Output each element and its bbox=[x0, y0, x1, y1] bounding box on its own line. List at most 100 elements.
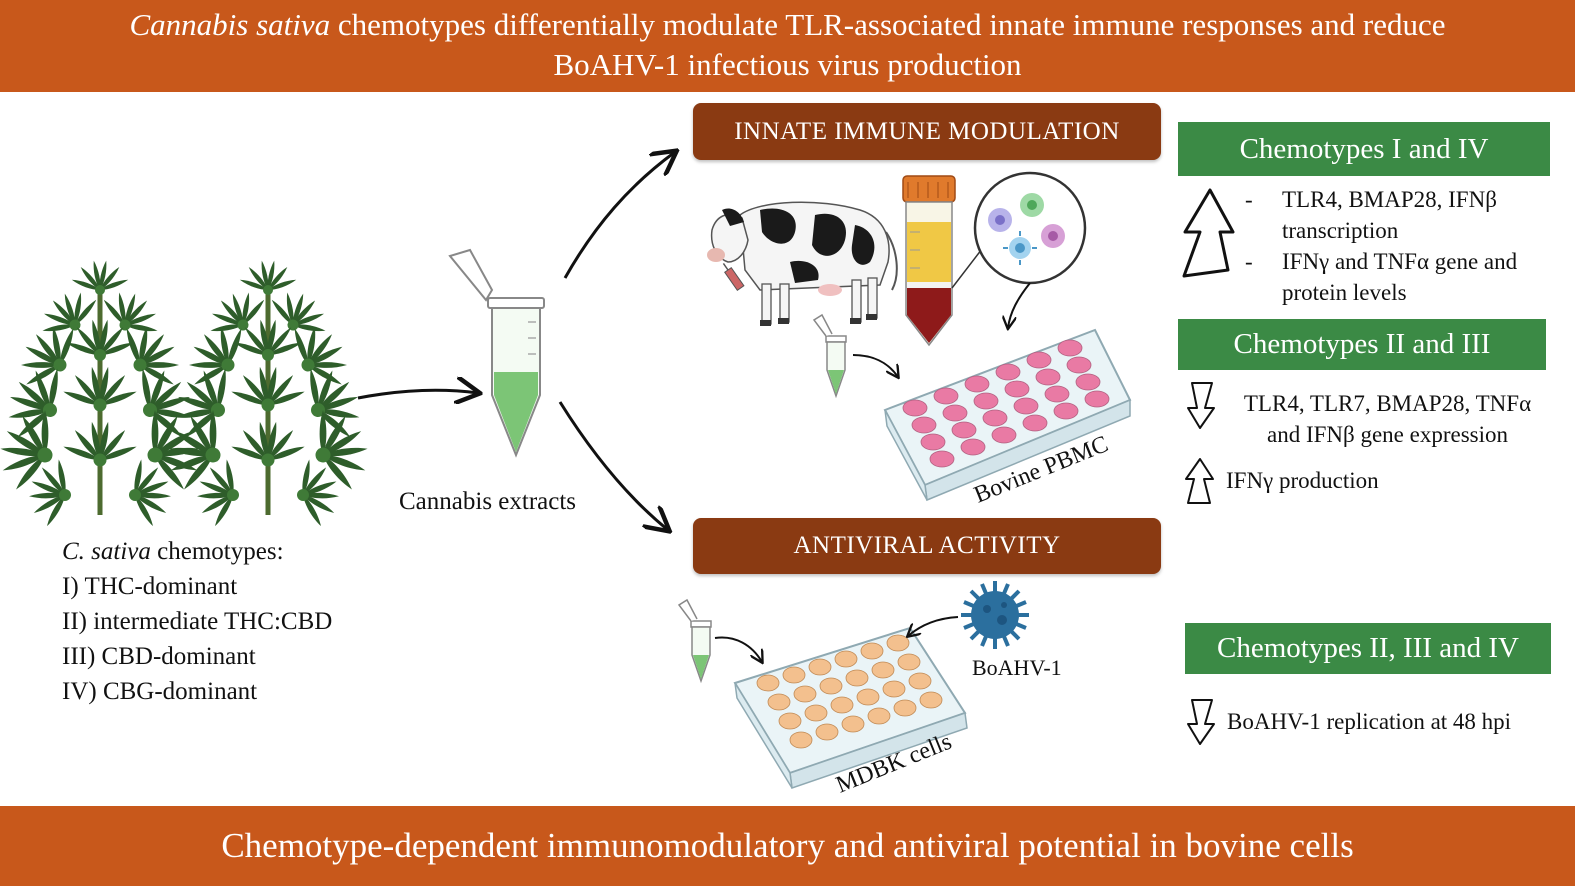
species-italic: C. sativa bbox=[62, 538, 151, 565]
group2-down-line: and IFNβ gene expression bbox=[1266, 422, 1508, 447]
plate-well bbox=[808, 658, 832, 676]
plate-well bbox=[819, 677, 843, 695]
plate-well bbox=[871, 661, 895, 679]
bullet-line: IFNγ and TNFα gene and bbox=[1282, 249, 1518, 274]
bullet-line: transcription bbox=[1282, 218, 1399, 243]
arrow-to-innate bbox=[563, 152, 675, 279]
bullet-dash: - bbox=[1245, 249, 1253, 274]
group1-bullet: - IFNγ and TNFα gene and protein levels bbox=[1245, 246, 1517, 308]
bullet-line: protein levels bbox=[1282, 280, 1407, 305]
plate-well bbox=[834, 650, 858, 668]
up-arrow-icon bbox=[1185, 458, 1214, 504]
group2-down-text: TLR4, TLR7, BMAP28, TNFα and IFNβ gene e… bbox=[1220, 388, 1555, 450]
up-arrow-icon bbox=[1182, 188, 1235, 278]
cannabis-extracts-label: Cannabis extracts bbox=[399, 488, 577, 515]
plate-well bbox=[756, 674, 780, 692]
chemotypes-i-iv-header: Chemotypes I and IV bbox=[1178, 122, 1550, 176]
plate-well bbox=[933, 387, 959, 405]
title-line-1-rest: chemotypes differentially modulate TLR-a… bbox=[330, 7, 1446, 42]
extract-tube-small-icon bbox=[678, 599, 712, 682]
down-arrow-icon bbox=[1187, 699, 1215, 745]
plate-well bbox=[929, 450, 955, 468]
extract-tube-small-icon bbox=[813, 314, 847, 397]
cow-icon bbox=[707, 201, 898, 326]
plate-well bbox=[841, 715, 865, 733]
bullet-dash: - bbox=[1245, 187, 1253, 212]
plate-well bbox=[860, 642, 884, 660]
plate-well bbox=[919, 691, 943, 709]
plate-well bbox=[782, 666, 806, 684]
plate-well bbox=[973, 392, 999, 410]
pbmc-well-plate-icon bbox=[883, 328, 1132, 502]
chemotype-item: I) THC-dominant bbox=[62, 573, 238, 600]
plate-well bbox=[845, 669, 869, 687]
blood-tube-icon bbox=[902, 175, 956, 347]
plate-well bbox=[1084, 390, 1110, 408]
plate-well bbox=[964, 375, 990, 393]
plate-well bbox=[789, 731, 813, 749]
mdbk-well-plate-icon bbox=[733, 626, 968, 790]
chemotype-list-heading: C. sativa chemotypes: bbox=[62, 534, 332, 569]
group1-bullet: - TLR4, BMAP28, IFNβ transcription bbox=[1245, 184, 1517, 246]
plate-well bbox=[793, 685, 817, 703]
cannabis-plant-icon bbox=[156, 260, 380, 530]
plate-well bbox=[1053, 402, 1079, 420]
title-italic-species: Cannabis sativa bbox=[129, 7, 331, 42]
chemotypes-ii-iii-iv-header: Chemotypes II, III and IV bbox=[1185, 623, 1551, 674]
plate-well bbox=[1022, 414, 1048, 432]
plate-well bbox=[1044, 385, 1070, 403]
plate-well bbox=[902, 399, 928, 417]
chemotypes-ii-iii-header: Chemotypes II and III bbox=[1178, 319, 1546, 370]
group1-bullets: - TLR4, BMAP28, IFNβ transcription - IFNγ… bbox=[1245, 184, 1517, 308]
plate-well bbox=[995, 363, 1021, 381]
cannabis-plant-icon bbox=[0, 260, 212, 530]
plate-well bbox=[908, 672, 932, 690]
plate-well bbox=[1057, 339, 1083, 357]
arrow-cells-to-plate bbox=[1008, 282, 1031, 328]
virus-icon bbox=[961, 581, 1029, 649]
plate-well bbox=[804, 704, 828, 722]
chemotype-item: III) CBD-dominant bbox=[62, 643, 256, 670]
arrow-tube-to-mdbk-plate bbox=[714, 636, 762, 662]
title-line-2: BoAHV-1 infectious virus production bbox=[553, 47, 1022, 82]
plate-well bbox=[1026, 351, 1052, 369]
arrow-to-antiviral bbox=[558, 401, 668, 530]
extract-tube-icon bbox=[448, 248, 545, 458]
plate-well bbox=[942, 404, 968, 422]
group3-down-text: BoAHV-1 replication at 48 hpi bbox=[1227, 709, 1512, 734]
down-arrow-icon bbox=[1187, 382, 1215, 429]
plate-well bbox=[815, 723, 839, 741]
plate-well bbox=[982, 409, 1008, 427]
plate-well bbox=[1075, 373, 1101, 391]
plate-well bbox=[1004, 380, 1030, 398]
chemotypes-heading-rest: chemotypes: bbox=[150, 538, 284, 565]
plate-well bbox=[867, 707, 891, 725]
bullet-line: TLR4, BMAP28, IFNβ bbox=[1282, 187, 1497, 212]
innate-immune-header: INNATE IMMUNE MODULATION bbox=[693, 103, 1161, 160]
group2-down-line: TLR4, TLR7, BMAP28, TNFα bbox=[1243, 391, 1532, 416]
arrow-plants-to-extract bbox=[357, 390, 478, 398]
plate-well bbox=[1066, 356, 1092, 374]
plate-well bbox=[886, 634, 910, 652]
plate-well bbox=[767, 693, 791, 711]
plate-well bbox=[911, 416, 937, 434]
plate-well bbox=[960, 438, 986, 456]
plate-well bbox=[1035, 368, 1061, 386]
plate-well bbox=[893, 699, 917, 717]
antiviral-activity-header: ANTIVIRAL ACTIVITY bbox=[693, 518, 1161, 574]
chemotype-list: C. sativa chemotypes: I) THC-dominant II… bbox=[62, 534, 332, 709]
plate-well bbox=[920, 433, 946, 451]
plate-well bbox=[897, 653, 921, 671]
plate-well bbox=[882, 680, 906, 698]
plate-well bbox=[778, 712, 802, 730]
chemotype-item: II) intermediate THC:CBD bbox=[62, 608, 333, 635]
arrow-virus-to-plate bbox=[908, 616, 959, 636]
title-banner: Cannabis sativa chemotypes differentiall… bbox=[0, 0, 1575, 92]
plate-well bbox=[1013, 397, 1039, 415]
group2-up-text: IFNγ production bbox=[1226, 468, 1379, 493]
title-line-1: Cannabis sativa chemotypes differentiall… bbox=[0, 5, 1575, 45]
plate-well bbox=[991, 426, 1017, 444]
plate-well bbox=[951, 421, 977, 439]
plate-well bbox=[856, 688, 880, 706]
